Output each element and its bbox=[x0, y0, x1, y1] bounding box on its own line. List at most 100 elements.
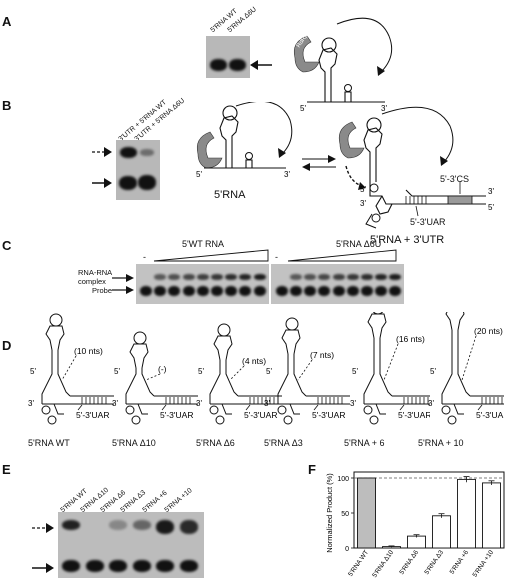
panel-c-gradient-wedges bbox=[153, 249, 397, 262]
gel-band bbox=[210, 59, 227, 71]
construct-uar: 5'-3'UAR bbox=[398, 410, 430, 420]
gel-band bbox=[275, 286, 288, 296]
construct-uar: 5'-3'UAR bbox=[244, 410, 277, 420]
gel-band bbox=[140, 149, 154, 156]
panel-b-complex-schematic: 5' 3' 3' 5' bbox=[338, 106, 494, 229]
gel-band bbox=[109, 560, 127, 572]
uar-label: 5'-3'UAR bbox=[410, 217, 446, 227]
gel-band bbox=[138, 175, 156, 190]
construct-name: 5'RNA + 6 bbox=[344, 438, 385, 448]
gel-band bbox=[154, 274, 167, 280]
gel-band bbox=[62, 520, 80, 530]
gel-band bbox=[132, 520, 151, 530]
gel-band bbox=[304, 274, 317, 280]
x-tick-label: 5'RNA +6 bbox=[449, 549, 471, 576]
gel-band bbox=[120, 147, 137, 158]
gel-band bbox=[168, 286, 181, 296]
panel-e-arrow bbox=[32, 563, 54, 573]
gel-band bbox=[62, 560, 80, 572]
gel-band bbox=[179, 520, 198, 534]
panel-b-arrow bbox=[92, 178, 112, 188]
panel-b-letter: B bbox=[2, 98, 12, 113]
svg-text:3': 3' bbox=[488, 187, 494, 196]
gel-band bbox=[239, 286, 252, 296]
gel-band bbox=[156, 560, 174, 572]
gel-band bbox=[389, 286, 402, 296]
panel-a-arrow bbox=[250, 60, 272, 70]
minus-left: - bbox=[143, 252, 146, 262]
gel-band bbox=[168, 274, 181, 280]
x-tick-label: 5'RNA Δ10 bbox=[371, 549, 395, 579]
construct-schematic: 5'3'(7 nts)5'-3'UAR bbox=[264, 317, 350, 425]
gel-band bbox=[332, 274, 345, 280]
five-prime-label: 5' bbox=[266, 367, 272, 376]
three-prime-label: 3' bbox=[381, 104, 387, 113]
construct-nts: (16 nts) bbox=[396, 334, 425, 344]
gel-band bbox=[119, 176, 137, 190]
x-tick-label: 5'RNA WT bbox=[347, 549, 370, 578]
construct-nts: (10 nts) bbox=[74, 346, 103, 356]
gel-band bbox=[85, 560, 104, 572]
construct-uar: 5'-3'UAR bbox=[76, 410, 109, 420]
three-prime-label: 3' bbox=[264, 399, 270, 408]
equilibrium-arrows bbox=[302, 155, 336, 171]
construct-schematic: 5'3'(20 nts)5'-3'UAR bbox=[428, 312, 504, 425]
panel-c-gel bbox=[136, 264, 404, 304]
construct-name: 5'RNA + 10 bbox=[418, 438, 464, 448]
x-tick-label: 5'RNA Δ6 bbox=[398, 549, 420, 576]
construct-uar: 5'-3'UAR bbox=[476, 410, 504, 420]
gel-band bbox=[346, 274, 359, 280]
gel-band bbox=[196, 274, 209, 280]
construct-schematic: 5'3'(10 nts)5'-3'UAR bbox=[28, 313, 114, 425]
gel-band bbox=[361, 286, 373, 296]
gel-band bbox=[225, 274, 238, 280]
construct-nts: (7 nts) bbox=[310, 350, 334, 360]
bar bbox=[457, 478, 476, 549]
svg-text:3': 3' bbox=[284, 170, 290, 179]
svg-text:3': 3' bbox=[360, 199, 366, 208]
three-prime-label: 3' bbox=[28, 399, 34, 408]
gel-band bbox=[109, 520, 127, 530]
panel-a-rna-schematic: 5' 3' bbox=[293, 17, 393, 113]
panel-d-letter: D bbox=[2, 338, 12, 353]
construct-name: 5'RNA Δ6 bbox=[196, 438, 235, 448]
panel-c-group2: 5'RNA Δ6U bbox=[336, 239, 382, 249]
construct-schematic: 5'3'(16 nts)5'-3'UAR bbox=[350, 312, 430, 425]
panel-e-lane-5: 5'RNA +10 bbox=[163, 487, 194, 514]
panel-b-5rna-schematic bbox=[196, 102, 293, 169]
gel-band bbox=[140, 286, 152, 296]
gel-band bbox=[211, 286, 223, 296]
x-tick-label: 5'RNA Δ3 bbox=[423, 549, 445, 576]
bar bbox=[407, 535, 426, 549]
minus-right: - bbox=[275, 252, 278, 262]
gel-band bbox=[375, 274, 388, 280]
gel-band bbox=[332, 286, 345, 296]
panel-b-right-caption: 5'RNA + 3'UTR bbox=[370, 234, 445, 246]
gel-band bbox=[318, 286, 331, 296]
construct-uar: 5'-3'UAR bbox=[160, 410, 193, 420]
gel-band bbox=[132, 560, 151, 572]
gel-band bbox=[361, 274, 373, 280]
five-prime-label: 5' bbox=[352, 367, 358, 376]
gel-band bbox=[211, 274, 223, 280]
five-prime-label: 5' bbox=[430, 367, 436, 376]
y-axis-label: Normalized Product (%) bbox=[325, 473, 334, 553]
panel-c-group1: 5'WT RNA bbox=[182, 239, 225, 249]
panel-f-letter: F bbox=[308, 462, 316, 477]
gel-band bbox=[229, 59, 246, 71]
panel-c-letter: C bbox=[2, 238, 12, 253]
complex-arrow bbox=[112, 274, 134, 282]
three-prime-label: 3' bbox=[428, 399, 434, 408]
panel-e-letter: E bbox=[2, 462, 11, 477]
five-prime-label: 5' bbox=[300, 104, 306, 113]
y-tick-label: 100 bbox=[337, 476, 349, 483]
svg-text:5': 5' bbox=[488, 203, 494, 212]
probe-arrow bbox=[112, 286, 134, 294]
bar bbox=[357, 477, 376, 549]
gel-band bbox=[389, 274, 402, 280]
five-prime-label: 5' bbox=[198, 367, 204, 376]
panel-b-dashed-arrow bbox=[92, 147, 112, 157]
gel-band bbox=[318, 274, 331, 280]
gel-band bbox=[290, 274, 302, 280]
gel-band bbox=[375, 286, 388, 296]
